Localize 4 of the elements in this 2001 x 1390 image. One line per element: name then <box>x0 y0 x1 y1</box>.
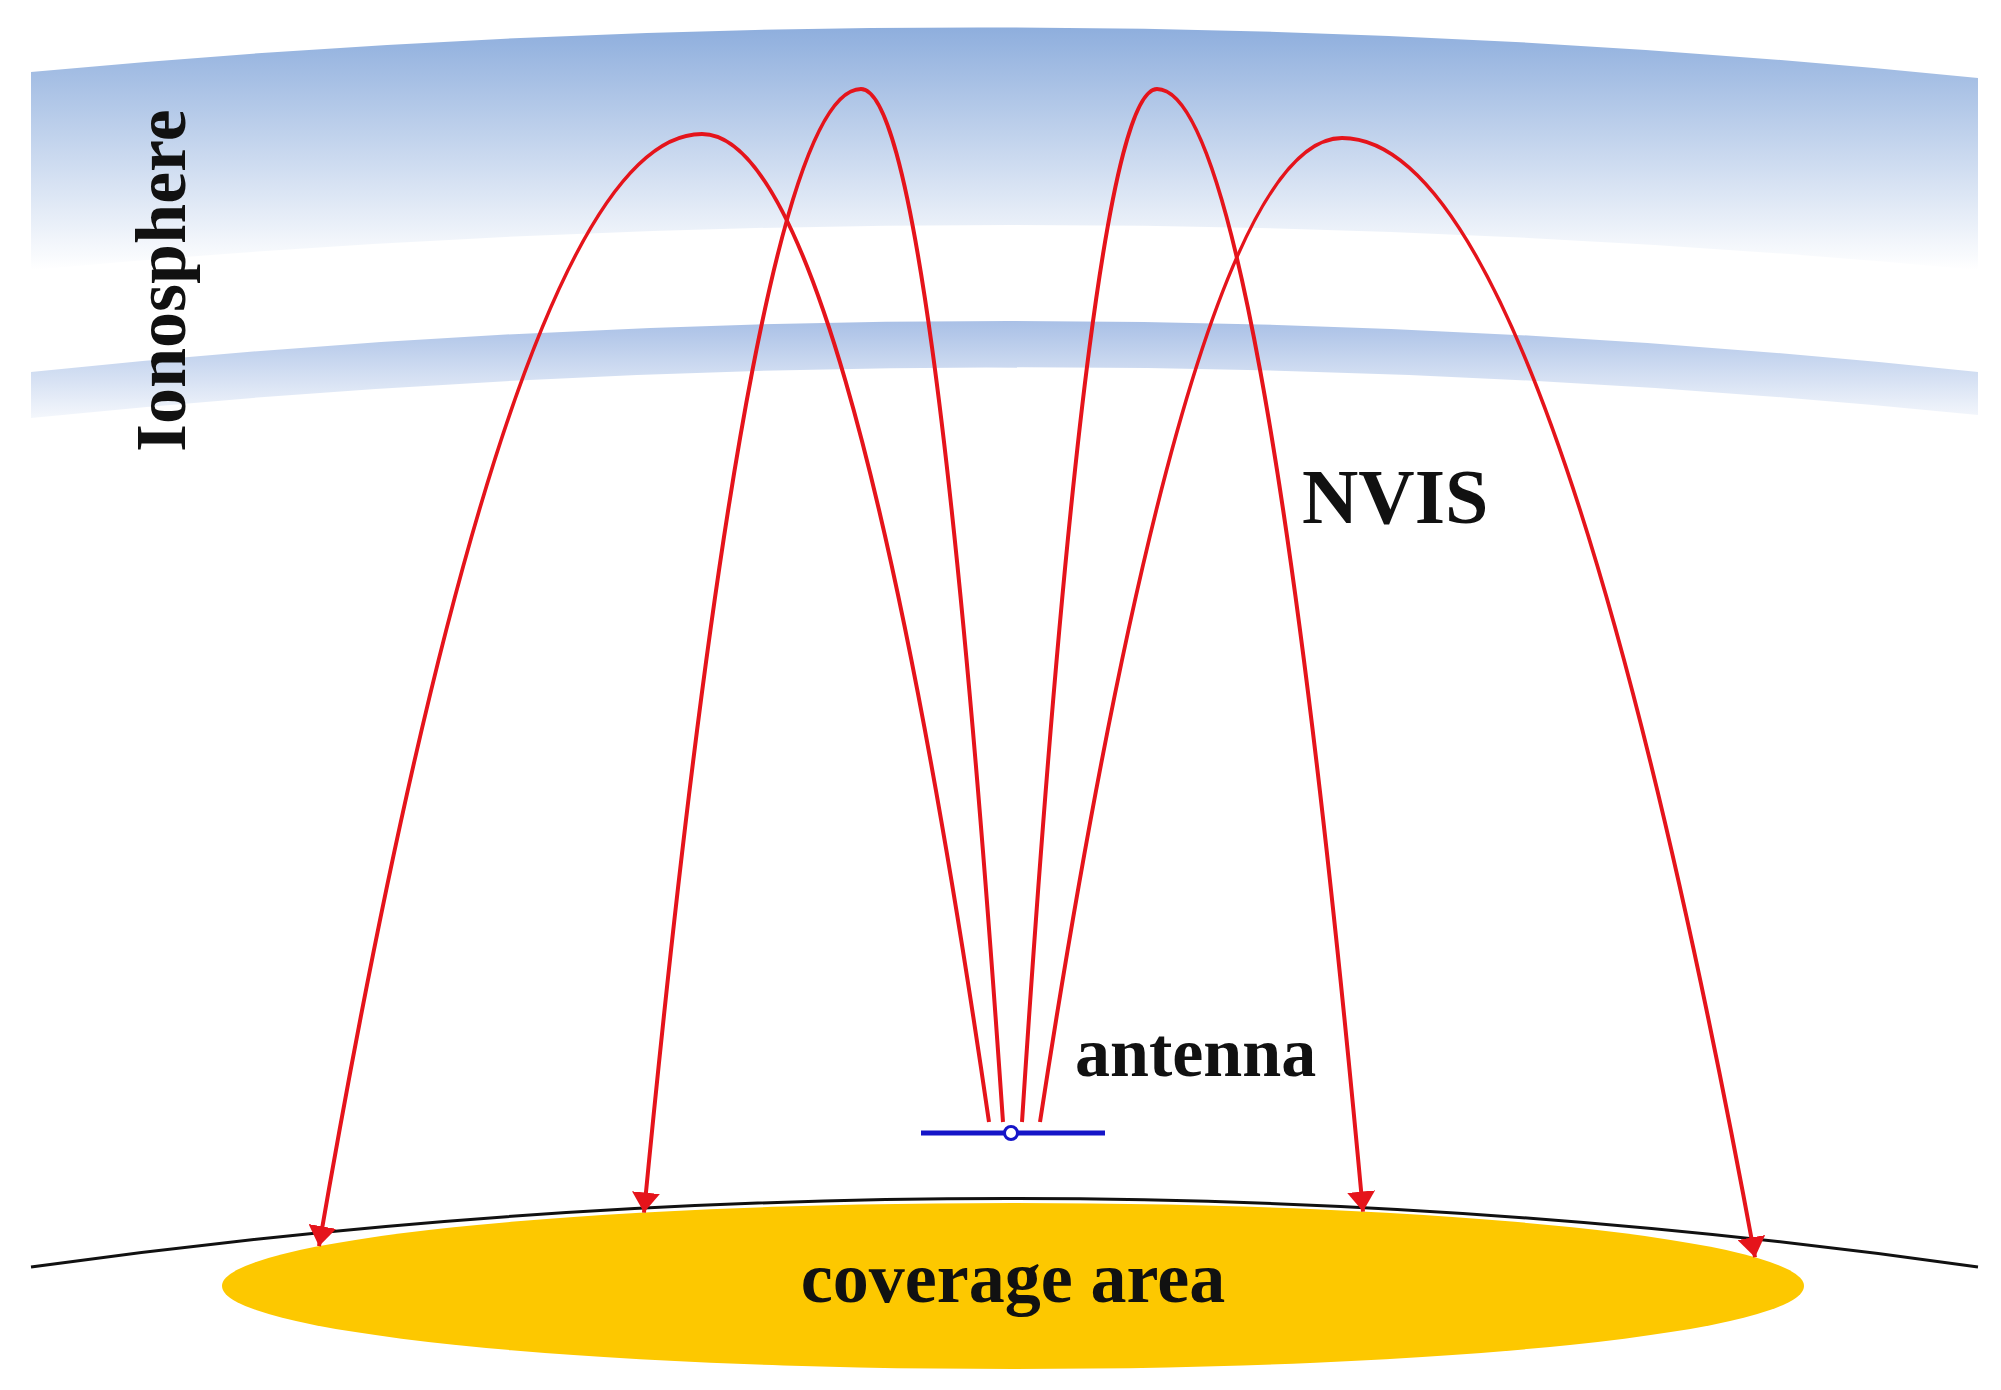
arrow <box>1038 136 1762 1258</box>
antenna-label: antenna <box>1075 1018 1317 1088</box>
mode-label: NVIS <box>1302 458 1489 536</box>
arrow <box>1020 87 1372 1212</box>
